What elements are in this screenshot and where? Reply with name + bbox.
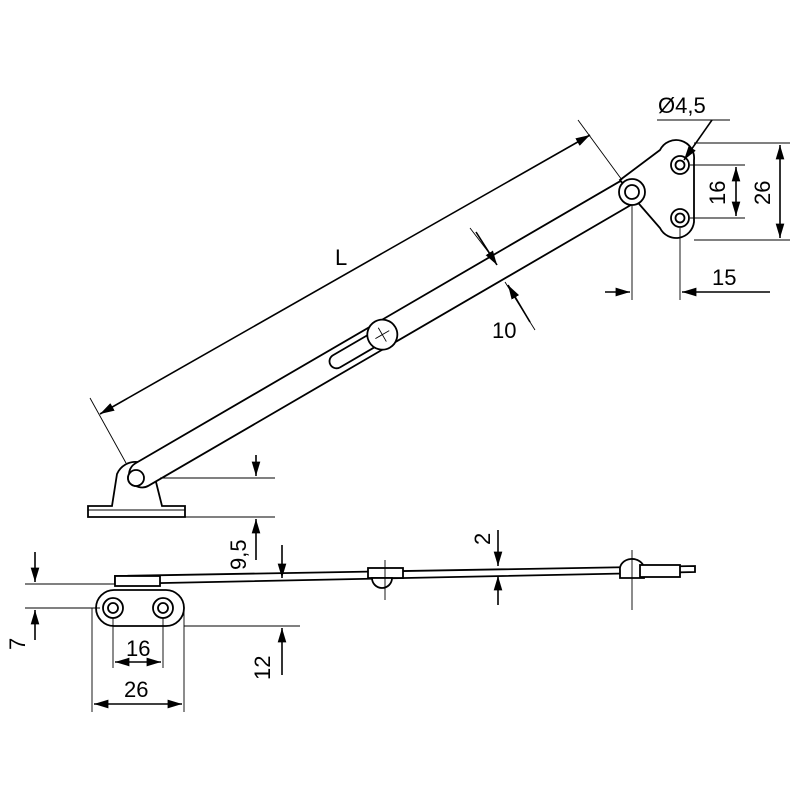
bottom-bracket-width-label: 26 xyxy=(124,677,148,702)
side-offset-label: 7 xyxy=(5,638,30,650)
dimension-arm-width: 10 xyxy=(469,227,536,343)
top-bracket xyxy=(618,139,695,239)
dimension-length: L xyxy=(89,119,623,464)
dimension-bottom-brackets: 16 26 xyxy=(91,608,185,712)
hole-diameter-label: Ø4,5 xyxy=(658,93,706,118)
dimension-hole-diameter: Ø4,5 xyxy=(657,93,730,161)
dimension-top-brackets: 16 26 xyxy=(690,142,790,241)
stay-arm xyxy=(127,179,640,489)
dimension-side-offset: 7 xyxy=(5,552,115,650)
top-offset-label: 15 xyxy=(712,265,736,290)
side-view xyxy=(95,550,696,627)
dimension-top-offset: 15 xyxy=(605,205,770,300)
top-bracket-height-label: 26 xyxy=(750,181,775,205)
bottom-hole-spacing-label: 16 xyxy=(126,636,150,661)
length-label: L xyxy=(335,245,347,270)
thickness-label: 2 xyxy=(470,533,495,545)
dimension-thickness: 2 xyxy=(470,530,503,605)
side-height-label: 12 xyxy=(250,656,275,680)
dimension-bottom-height: 9,5 xyxy=(160,455,275,570)
arm-width-label: 10 xyxy=(492,318,516,343)
top-hole-spacing-label: 16 xyxy=(705,181,730,205)
dimension-side-height: 12 xyxy=(184,545,300,680)
bottom-height-label: 9,5 xyxy=(226,539,251,570)
